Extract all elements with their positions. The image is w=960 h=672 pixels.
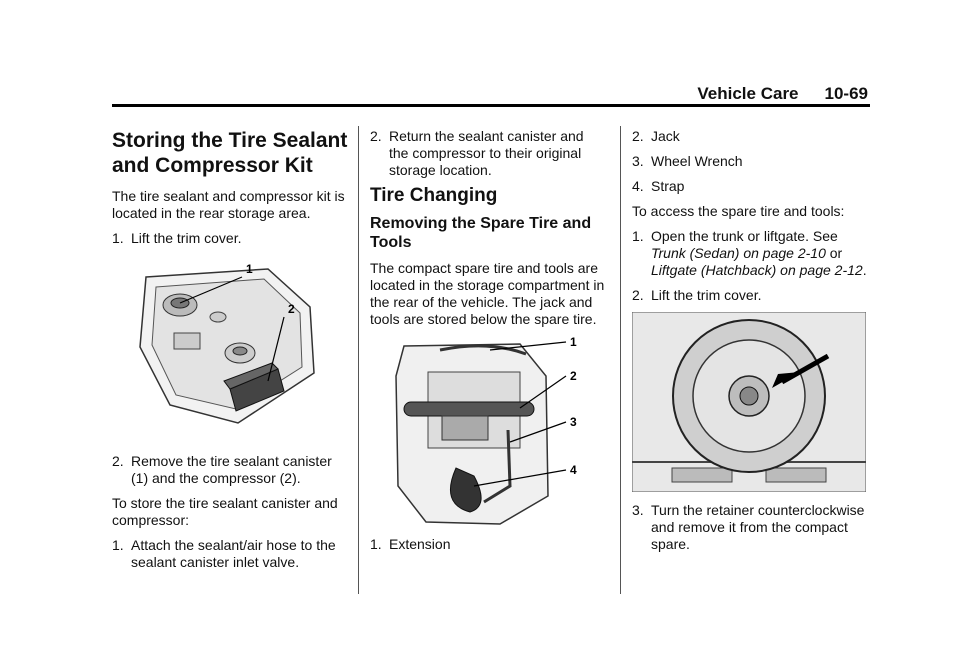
page-header: Vehicle Care 10-69 [697, 84, 868, 104]
list-item: 2.Remove the tire sealant canister (1) a… [112, 453, 332, 486]
column-1: Storing the Tire Sealant and Compressor … [112, 128, 348, 579]
paragraph: To access the spare tire and tools: [632, 203, 845, 219]
callout-1: 1 [570, 336, 577, 349]
list-item: 1.Lift the trim cover. [112, 230, 242, 246]
paragraph: The compact spare tire and tools are loc… [370, 260, 605, 327]
callout-1: 1 [246, 262, 253, 276]
spare-tools-illustration: 1 2 3 4 [395, 336, 577, 525]
list-item: 2.Return the sealant canister and the co… [370, 128, 584, 178]
list-item: 2.Lift the trim cover. [632, 287, 762, 303]
section-heading: Tire Changing [370, 185, 498, 206]
list-item: 1.Attach the sealant/air hose to the sea… [112, 537, 336, 570]
column-divider [620, 126, 621, 594]
column-2: 2.Return the sealant canister and the co… [370, 128, 606, 561]
subsection-heading: Removing the Spare Tire and Tools [370, 215, 592, 251]
callout-2: 2 [288, 302, 295, 316]
spare-tire-illustration [632, 312, 866, 492]
list-item: 3.Turn the retainer counterclockwise and… [632, 502, 865, 552]
list-item: 1.Extension [370, 536, 451, 552]
callout-3: 3 [570, 415, 577, 429]
intro-text: The tire sealant and compressor kit is l… [112, 188, 345, 221]
page-number: 10-69 [824, 84, 868, 103]
cross-reference-link[interactable]: Trunk (Sedan) on page 2-10 [651, 245, 826, 261]
section-title: Vehicle Care [697, 84, 799, 103]
list-item: 2.Jack [632, 128, 680, 144]
list-item: 3.Wheel Wrench [632, 153, 743, 169]
column-divider [358, 126, 359, 594]
list-item: 1.Open the trunk or liftgate. See Trunk … [632, 228, 867, 278]
list-item: 4.Strap [632, 178, 685, 194]
section-heading: Storing the Tire Sealant and Compressor … [112, 129, 348, 177]
cross-reference-link[interactable]: Liftgate (Hatchback) on page 2-12 [651, 262, 863, 278]
paragraph: To store the tire sealant canister and c… [112, 495, 338, 528]
sealant-kit-illustration: 1 2 [139, 262, 315, 424]
callout-2: 2 [570, 369, 577, 383]
column-3: 2.Jack 3.Wheel Wrench 4.Strap To access … [632, 128, 870, 561]
callout-4: 4 [570, 463, 577, 477]
header-rule [112, 104, 870, 107]
